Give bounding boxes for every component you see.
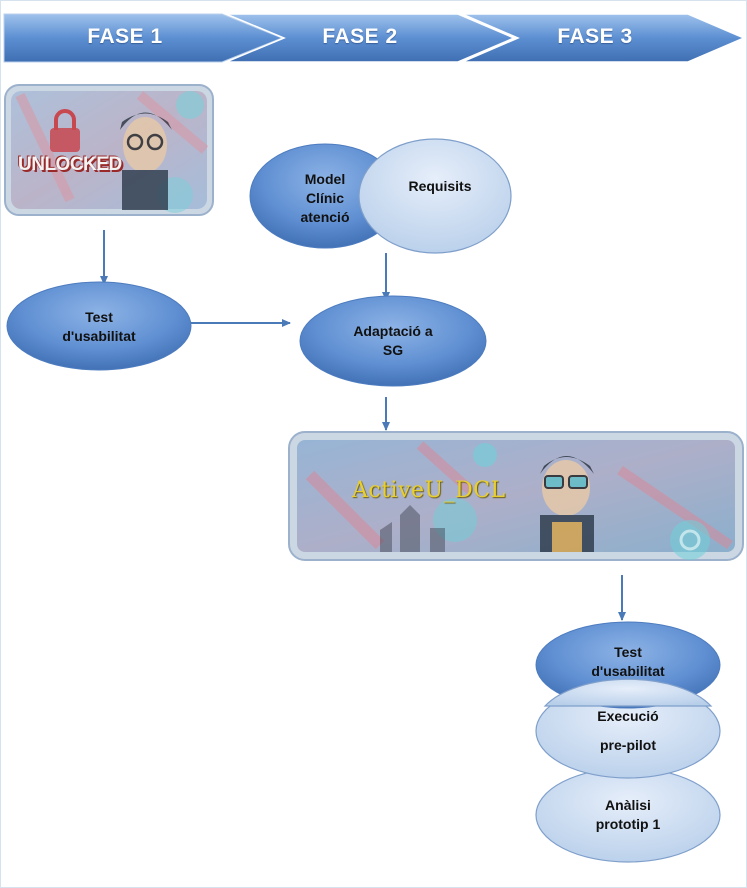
test-usabilitat-1-line-2: d'usabilitat xyxy=(62,328,136,344)
analisi-label: Anàlisi prototip 1 xyxy=(548,795,708,835)
phase-2-label: FASE 2 xyxy=(322,25,398,48)
test-usabilitat-1-shape xyxy=(6,281,192,371)
requisits-label: Requisits xyxy=(408,177,472,194)
connectors xyxy=(100,230,626,621)
model-clinic-label: Model Clínic atenció xyxy=(283,168,367,228)
analisi-line-2: prototip 1 xyxy=(595,816,661,832)
test-usabilitat-2-line-1: Test xyxy=(614,644,642,660)
adaptacio-line-1: Adaptació a xyxy=(353,323,433,339)
test-usabilitat-2-line-2: d'usabilitat xyxy=(591,663,665,679)
unlocked-logo-text: UNLOCKED xyxy=(18,154,122,175)
test-usabilitat-1-line-1: Test xyxy=(85,309,113,325)
character-illustration xyxy=(120,112,172,210)
phase-1-label: FASE 1 xyxy=(87,25,163,48)
phase-2-arrow xyxy=(225,13,516,63)
analisi-line-1: Anàlisi xyxy=(605,797,651,813)
test-usabilitat-1-label: Test d'usabilitat xyxy=(19,306,179,348)
character-illustration-2 xyxy=(540,456,594,552)
execucio-label: Execució pre-pilot xyxy=(548,702,708,760)
adaptacio-shape xyxy=(299,295,487,387)
adaptacio-line-2: SG xyxy=(382,342,404,358)
execucio-line-2: pre-pilot xyxy=(600,737,656,753)
activeu-image-box xyxy=(288,431,744,561)
requisits-shape xyxy=(358,138,512,254)
execucio-line-1: Execució xyxy=(597,708,659,724)
model-clinic-line-3: atenció xyxy=(300,208,350,225)
model-clinic-line-1: Model xyxy=(304,170,346,187)
unlocked-image-box xyxy=(4,84,214,216)
phase-bar xyxy=(3,13,746,63)
phase-3-arrow xyxy=(461,13,746,63)
activeu-title: ActiveU_DCL xyxy=(352,478,506,503)
phase-1-arrow xyxy=(3,13,284,63)
execucio-overlap xyxy=(543,678,713,707)
phase-3-label: FASE 3 xyxy=(557,25,633,48)
test-usabilitat-2-label: Test d'usabilitat xyxy=(548,642,708,682)
model-clinic-line-2: Clínic xyxy=(305,189,345,206)
adaptacio-label: Adaptació a SG xyxy=(323,320,463,362)
